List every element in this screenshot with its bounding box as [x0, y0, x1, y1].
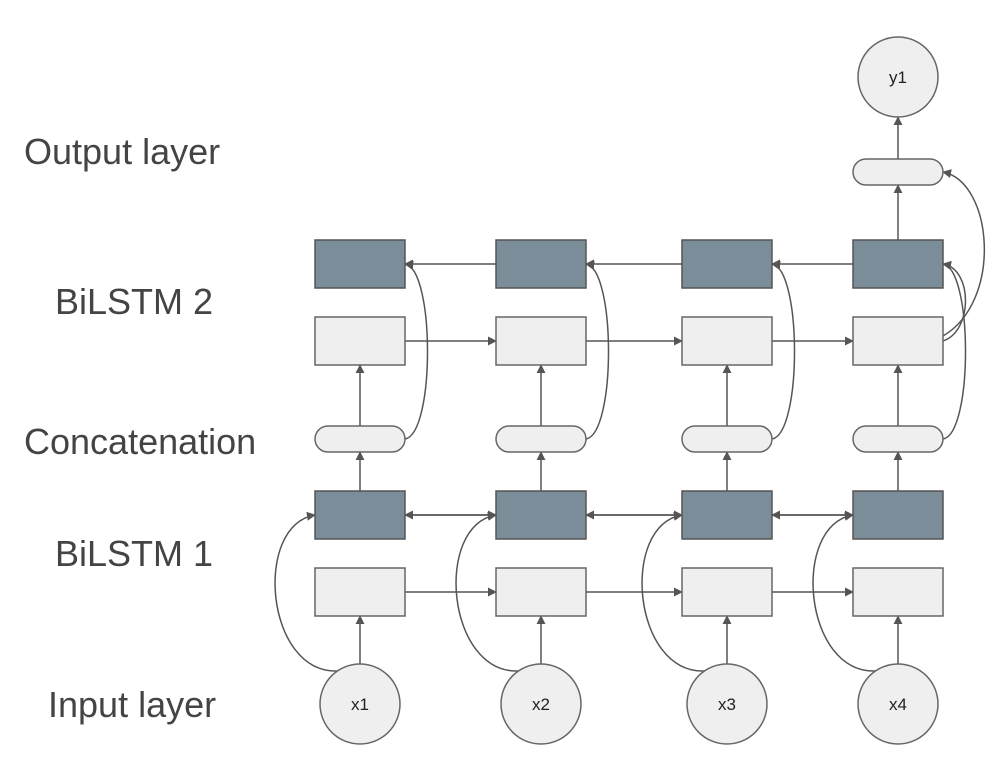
bilstm1-forward-cell-1: [314, 567, 406, 617]
concat-node-3: [681, 425, 773, 453]
curve-input-to-bwd1-4: [812, 511, 877, 672]
bilstm1-forward-cell-3: [681, 567, 773, 617]
input-node-x1-label: x1: [351, 695, 369, 714]
label-concatenation: Concatenation: [24, 421, 256, 462]
curve-concat-to-bwd2-3: [771, 260, 796, 440]
bilstm1-backward-cell-2: [495, 490, 587, 540]
input-node-x4: [857, 663, 939, 745]
connections: [274, 116, 985, 672]
bilstm2-forward-cell-1: [314, 316, 406, 366]
input-node-x2-label: x2: [532, 695, 550, 714]
bilstm2-backward-cell-1: [314, 239, 406, 289]
curve-concat-to-bwd2-2: [585, 260, 610, 440]
concat-node-1: [314, 425, 406, 453]
label-output-layer: Output layer: [24, 131, 220, 172]
bilstm2-backward-cell-4: [852, 239, 944, 289]
label-input-layer: Input layer: [48, 684, 216, 725]
input-node-x1: [319, 663, 401, 745]
bilstm1-backward-cell-1: [314, 490, 406, 540]
output-concat-node: [852, 158, 944, 186]
label-bilstm-2: BiLSTM 2: [55, 281, 213, 322]
bilstm2-backward-cell-3: [681, 239, 773, 289]
bilstm2-forward-cell-2: [495, 316, 587, 366]
bilstm1-backward-cell-3: [681, 490, 773, 540]
bilstm1-forward-cell-4: [852, 567, 944, 617]
curve-concat-to-bwd2-4: [942, 260, 967, 440]
bilstm2-forward-cell-3: [681, 316, 773, 366]
curve-fwd2-4-to-bwd2-4: [942, 260, 967, 342]
input-node-x2: [500, 663, 582, 745]
label-bilstm-1: BiLSTM 1: [55, 533, 213, 574]
input-node-x3: [686, 663, 768, 745]
bilstm1-backward-cell-4: [852, 490, 944, 540]
bilstm2-backward-cell-2: [495, 239, 587, 289]
curve-input-to-bwd1-1: [274, 511, 339, 672]
curve-input-to-bwd1-2: [455, 511, 520, 672]
bilstm2-forward-cell-4: [852, 316, 944, 366]
curve-concat-to-bwd2-1: [404, 260, 429, 440]
input-node-x3-label: x3: [718, 695, 736, 714]
output-node-y1: [857, 36, 939, 118]
input-node-x4-label: x4: [889, 695, 907, 714]
curve-fwd2-4-to-output-concat: [942, 169, 985, 337]
concat-node-2: [495, 425, 587, 453]
nodes: x1 x2 x3 x4 y1: [314, 36, 944, 745]
curve-input-to-bwd1-3: [641, 511, 706, 672]
output-node-y1-label: y1: [889, 68, 907, 87]
bilstm1-forward-cell-2: [495, 567, 587, 617]
concat-node-4: [852, 425, 944, 453]
